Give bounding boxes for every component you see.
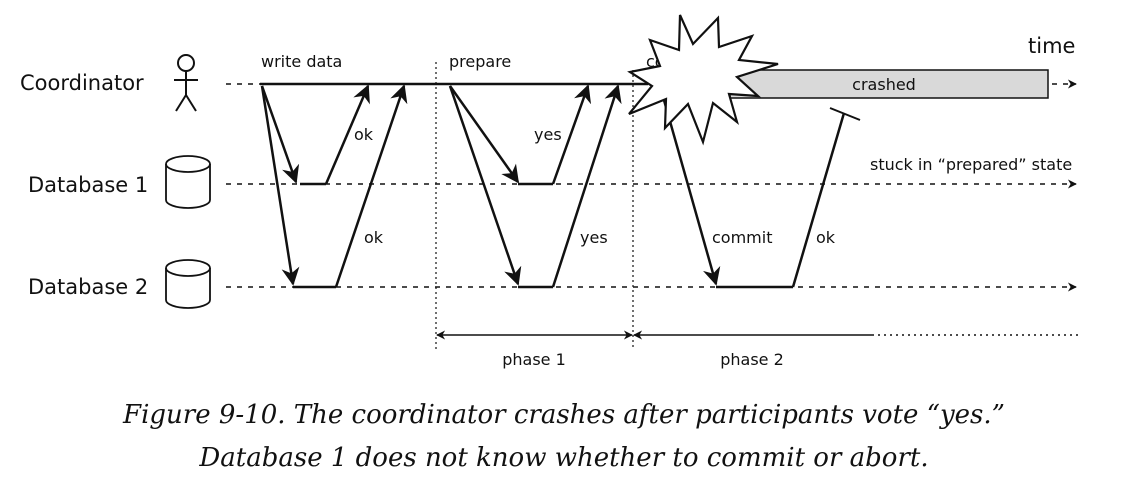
explosion-icon: [627, 14, 779, 146]
phase-2-bracket: phase 2: [633, 330, 1078, 369]
crashed-bar: [729, 69, 1049, 99]
figure-caption-line-2: Database 1 does not know whether to comm…: [199, 443, 929, 473]
prepare-messages: [448, 84, 622, 289]
database-cylinder-icon: [165, 259, 211, 309]
database-cylinder-icon: [165, 155, 211, 209]
stuck-state-label: stuck in “prepared” state: [870, 155, 1072, 174]
person-icon: [174, 54, 198, 112]
database-1-label: Database 1: [28, 173, 148, 197]
commit-label: commit: [712, 228, 772, 247]
ok-label-1: ok: [354, 125, 374, 144]
yes-label-2: yes: [580, 228, 608, 247]
phase-1-label: phase 1: [502, 350, 566, 369]
phase-2-label: phase 2: [720, 350, 784, 369]
ok-label-3: ok: [816, 228, 836, 247]
crashed-label: crashed: [852, 75, 916, 94]
write-data-label: write data: [261, 52, 342, 71]
yes-label-1: yes: [534, 125, 562, 144]
time-axis-label: time: [1028, 34, 1075, 58]
commit-messages: [658, 85, 861, 289]
ok-label-2: ok: [364, 228, 384, 247]
two-phase-commit-diagram: Coordinator Database 1 Database 2: [20, 14, 1078, 369]
database-2-label: Database 2: [28, 275, 148, 299]
coordinator-label: Coordinator: [20, 71, 144, 95]
prepare-label: prepare: [449, 52, 511, 71]
figure-caption-line-1: Figure 9-10. The coordinator crashes aft…: [123, 400, 1005, 430]
write-data-messages: [260, 84, 408, 289]
phase-1-bracket: phase 1: [436, 330, 633, 369]
